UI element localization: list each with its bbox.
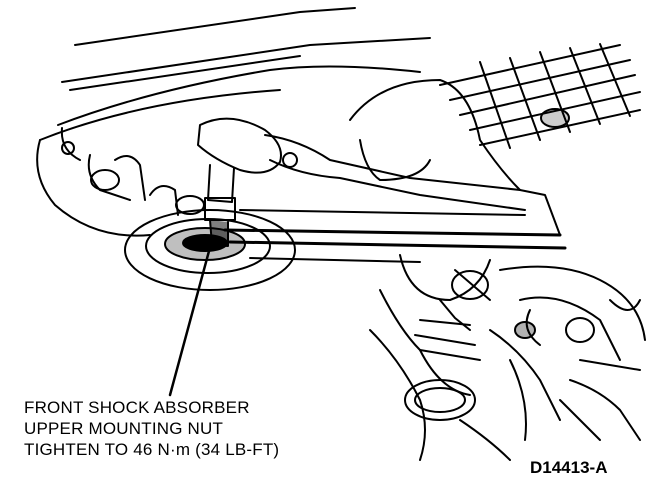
- fender-outline: [36, 127, 205, 237]
- cowl-grille: [439, 43, 641, 149]
- ratchet-wrench: [197, 117, 526, 247]
- engine-components: [349, 79, 646, 461]
- callout-line-1: FRONT SHOCK ABSORBER: [24, 398, 250, 417]
- callout-text: FRONT SHOCK ABSORBER UPPER MOUNTING NUT …: [24, 397, 354, 460]
- callout-line-3: TIGHTEN TO 46 N·m (34 LB-FT): [24, 440, 280, 459]
- strut-brace: [223, 189, 567, 263]
- hood-outline: [39, 7, 431, 141]
- figure-id: D14413-A: [530, 458, 608, 477]
- callout-leader: [168, 238, 214, 397]
- callout-line-2: UPPER MOUNTING NUT: [24, 419, 224, 438]
